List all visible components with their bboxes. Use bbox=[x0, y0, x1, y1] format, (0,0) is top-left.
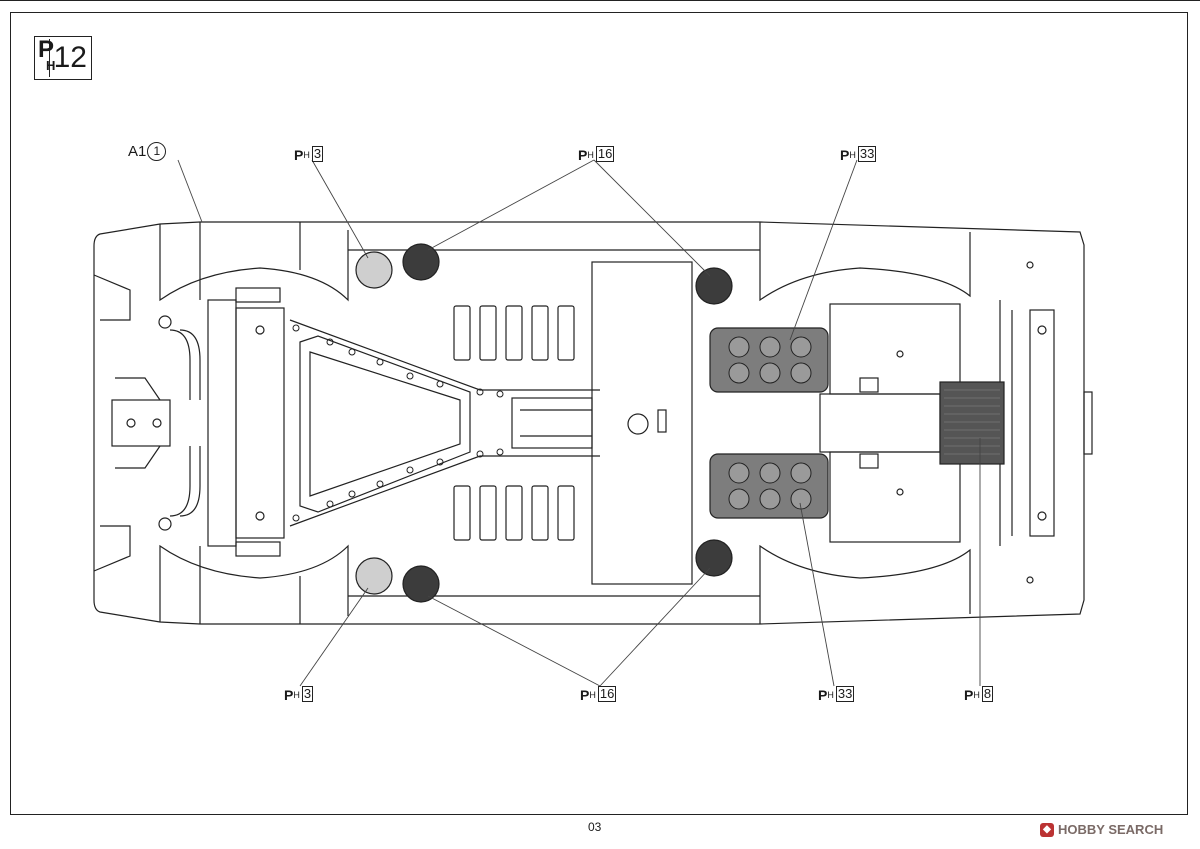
callout-bottom-33: P H 33 bbox=[818, 686, 855, 703]
callout-number: 33 bbox=[835, 686, 855, 702]
leader-top-16-b bbox=[593, 159, 711, 277]
part-ph16-bottom-a bbox=[402, 565, 440, 603]
watermark-logo-icon: ◆ bbox=[1040, 822, 1054, 837]
callout-bottom-3: P H 3 bbox=[284, 686, 314, 703]
front-left-wheel-arch bbox=[159, 224, 349, 302]
part-ph16-top-a bbox=[402, 243, 440, 281]
leader-bot-33 bbox=[799, 502, 835, 687]
leader-a1 bbox=[177, 159, 203, 223]
part-ph3-bottom bbox=[355, 557, 393, 595]
part-label-a1: A1 1 bbox=[128, 142, 167, 161]
front-right-wheel-arch bbox=[159, 544, 349, 622]
top-rule bbox=[0, 0, 1200, 1]
callout-top-16: P H 16 bbox=[578, 146, 615, 163]
callout-h: H bbox=[827, 690, 834, 700]
leader-top-3 bbox=[311, 159, 369, 259]
callout-p: P bbox=[840, 147, 850, 163]
leader-bot-16-b bbox=[599, 567, 711, 687]
step-number: 12 bbox=[48, 39, 91, 77]
paint-symbol-h: H bbox=[46, 58, 56, 73]
leader-bot-3 bbox=[299, 587, 369, 687]
callout-h: H bbox=[303, 150, 310, 160]
callout-p: P bbox=[284, 687, 294, 703]
callout-p: P bbox=[294, 147, 304, 163]
paint-symbol-p: P bbox=[38, 36, 55, 63]
callout-number: 16 bbox=[597, 686, 617, 702]
callout-top-33: P H 33 bbox=[840, 146, 877, 163]
callout-number: 8 bbox=[981, 686, 994, 702]
leader-top-33 bbox=[789, 159, 858, 341]
callout-h: H bbox=[849, 150, 856, 160]
callout-number: 3 bbox=[311, 146, 324, 162]
watermark-text: HOBBY SEARCH bbox=[1058, 822, 1164, 837]
callout-bottom-8: P H 8 bbox=[964, 686, 994, 703]
part-label-number: 1 bbox=[147, 142, 167, 161]
rear-radiator bbox=[939, 381, 1005, 465]
part-ph16-bottom-b bbox=[695, 539, 733, 577]
step-number-badge: P H 12 bbox=[34, 36, 92, 80]
leader-bot-16-a bbox=[427, 595, 601, 687]
callout-p: P bbox=[818, 687, 828, 703]
callout-top-3: P H 3 bbox=[294, 146, 324, 163]
callout-p: P bbox=[580, 687, 590, 703]
callout-h: H bbox=[587, 150, 594, 160]
chassis-outline bbox=[93, 221, 1085, 625]
leader-top-16-a bbox=[427, 159, 595, 251]
callout-number: 33 bbox=[857, 146, 877, 162]
callout-number: 16 bbox=[595, 146, 615, 162]
part-ph3-top bbox=[355, 251, 393, 289]
callout-h: H bbox=[589, 690, 596, 700]
part-label-text: A1 bbox=[128, 143, 147, 160]
part-ph16-top-b bbox=[695, 267, 733, 305]
page-frame bbox=[10, 12, 1188, 815]
callout-p: P bbox=[578, 147, 588, 163]
watermark: ◆ HOBBY SEARCH bbox=[1040, 822, 1163, 837]
callout-h: H bbox=[973, 690, 980, 700]
callout-p: P bbox=[964, 687, 974, 703]
callout-bottom-16: P H 16 bbox=[580, 686, 617, 703]
page-number: 03 bbox=[588, 820, 602, 834]
paint-symbol: P H bbox=[38, 38, 55, 78]
callout-h: H bbox=[293, 690, 300, 700]
center-tunnel bbox=[299, 335, 471, 513]
callout-number: 3 bbox=[301, 686, 314, 702]
